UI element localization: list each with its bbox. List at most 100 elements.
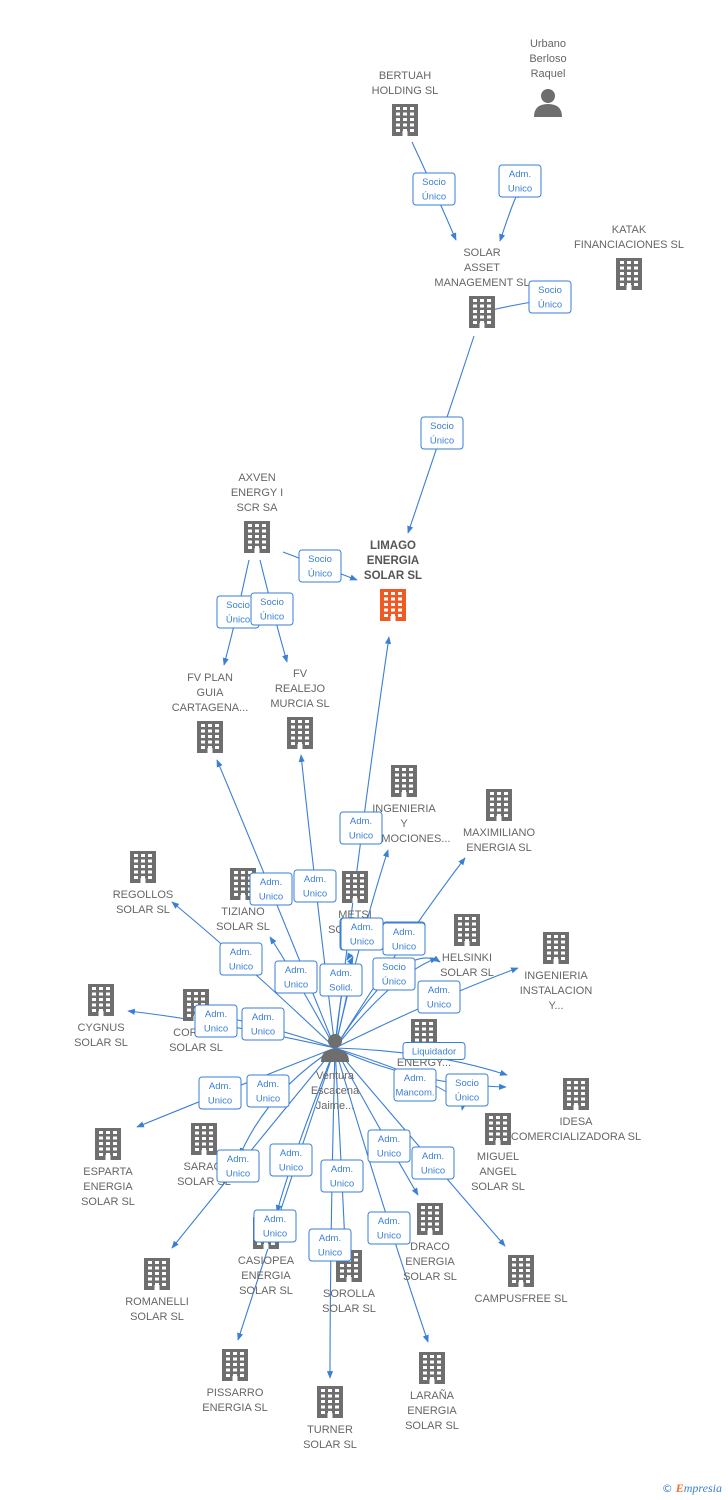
building-window [473, 299, 477, 302]
edge-label-ventura-fvrealejo[interactable]: Adm.Unico [293, 869, 337, 903]
building-window [187, 1008, 191, 1012]
building-window [291, 736, 295, 740]
edge-label-ventura-helsinki[interactable]: Adm.Unico [382, 922, 426, 956]
building-window [512, 1280, 516, 1283]
building-window [547, 957, 551, 960]
edge-label-ventura-metsi[interactable]: Adm.Unico [340, 917, 384, 951]
node-label: MIGUEL [477, 1151, 519, 1163]
building-window [526, 1280, 530, 1283]
edge-label-text: Adm. [378, 1134, 400, 1145]
person-head [328, 1034, 342, 1048]
building-window [353, 896, 357, 899]
building-icon [563, 1078, 589, 1110]
building-window [106, 992, 110, 996]
edge-label-ventura-fvplan[interactable]: Adm.Unico [249, 872, 293, 906]
building-icon [144, 1258, 170, 1290]
building-window [489, 1116, 493, 1119]
building-window [241, 893, 245, 896]
edge-label-text: Unico [204, 1024, 228, 1035]
building-window [435, 1217, 439, 1220]
node-label: SOLAR SL [471, 1181, 525, 1193]
building-window [187, 1014, 191, 1017]
building-window [634, 272, 638, 275]
edge-label-ventura-idesa[interactable]: Adm.Mancom. [393, 1068, 437, 1102]
edge-label-urbano-solarasset[interactable]: Adm.Unico [498, 164, 542, 198]
edge-label-ventura-romanelli[interactable]: Adm.Unico [216, 1149, 260, 1183]
building-window [321, 1389, 325, 1392]
edge-label-ventura-cortes[interactable]: Adm.Unico [241, 1007, 285, 1041]
building-window [435, 1228, 439, 1231]
building-window [194, 1003, 198, 1006]
building-window [497, 814, 501, 817]
edge-label-text: Socio [382, 962, 406, 973]
edge-label-ventura-campusfree[interactable]: Adm.Unico [411, 1146, 455, 1180]
edge-label-ventura-casiopea[interactable]: Adm.Unico [269, 1143, 313, 1177]
node-ventura[interactable]: VenturaEscacenaJaime... [311, 1034, 360, 1112]
edge-label-box [246, 1074, 290, 1108]
building-window [428, 1211, 432, 1215]
edge-label-ventura-esparta[interactable]: Adm.Unico [198, 1076, 242, 1110]
building-door [201, 1150, 207, 1155]
edge-label-ventura-limago[interactable]: Adm.Unico [339, 811, 383, 845]
building-window [360, 874, 364, 877]
node-label: SOLAR SL [169, 1042, 223, 1054]
building-window [567, 1103, 571, 1106]
edge-label-ventura-tiziano[interactable]: Adm.Unico [274, 960, 318, 994]
building-window [248, 529, 252, 533]
edge-label-box [382, 922, 426, 956]
building-window [201, 729, 205, 733]
edge-label-ventura-larana[interactable]: Adm.Unico [367, 1211, 411, 1245]
building-window [134, 865, 138, 868]
edge-label-ventura-sorolla[interactable]: Adm.Unico [320, 1159, 364, 1193]
edge-label-ventura-draco[interactable]: Adm.Unico [367, 1129, 411, 1163]
edge-label-ventura-saraci[interactable]: Adm.Unico [246, 1074, 290, 1108]
building-window [458, 928, 462, 931]
node-ingenieria_i[interactable]: INGENIERIAINSTALACIONY... [520, 932, 593, 1012]
edge-label-ventura-energy[interactable]: Liquidador [402, 1042, 466, 1060]
edge-label-ventura-pissarro[interactable]: Adm.Unico [253, 1209, 297, 1243]
building-icon [508, 1255, 534, 1287]
node-fvplan[interactable]: FV PLANGUIACARTAGENA... [172, 672, 249, 753]
edge-label-box [319, 963, 363, 997]
node-campusfree[interactable]: CAMPUSFREE SL [475, 1255, 568, 1305]
building-window [201, 724, 205, 727]
building-window [465, 939, 469, 942]
edge-label-ventura-metsi[interactable]: Adm.Solid. [319, 963, 363, 997]
building-icon [616, 258, 642, 290]
edge-label-ventura-ingenieria_i[interactable]: Adm.Unico [417, 980, 461, 1014]
building-door [464, 941, 470, 946]
edge-label-ventura-regollos[interactable]: Adm.Unico [219, 942, 263, 976]
edge-label-ventura-cygnus[interactable]: Adm.Unico [194, 1004, 238, 1038]
edge-label-ventura-turner[interactable]: Adm.Unico [308, 1228, 352, 1262]
building-door [297, 744, 303, 749]
